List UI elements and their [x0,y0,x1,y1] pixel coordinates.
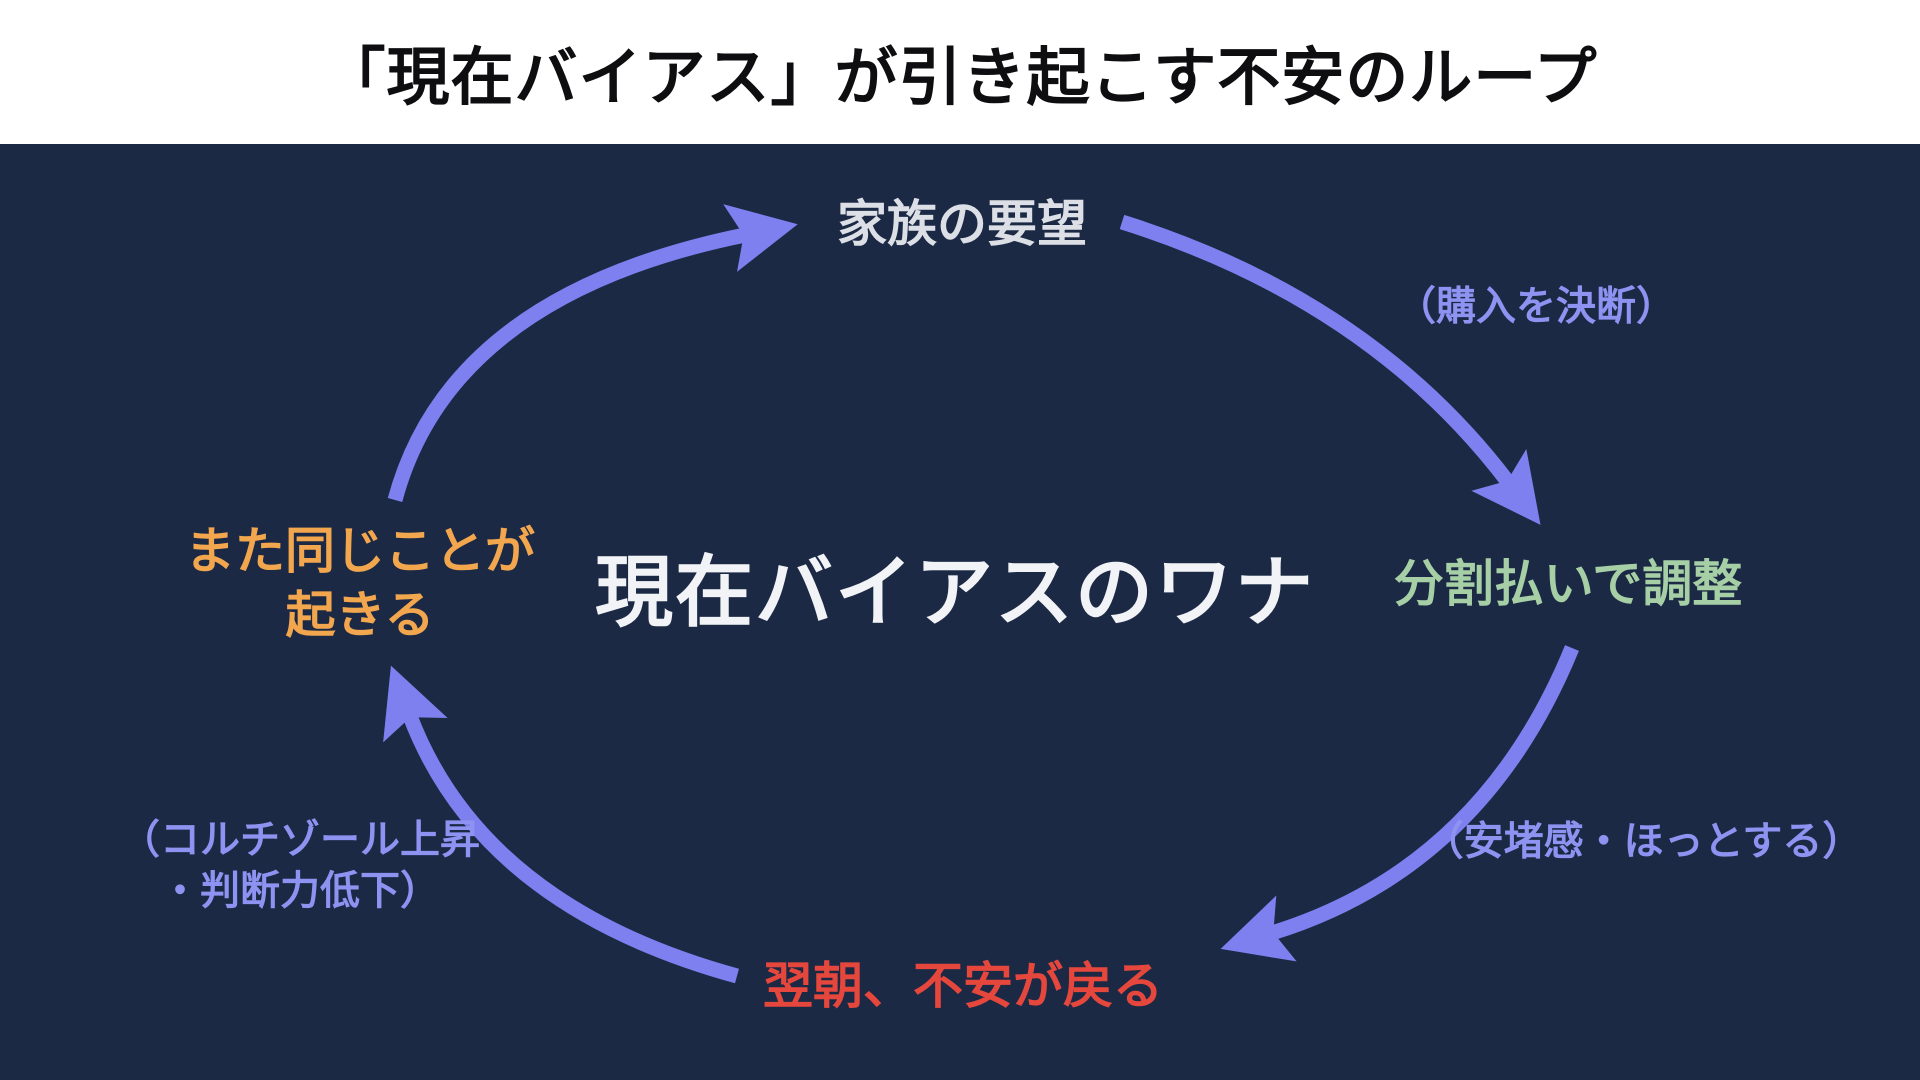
node-family-request: 家族の要望 [837,196,1087,252]
arrow-right-to-bottom-icon [1220,645,1579,962]
arrow-top-to-right-icon [1119,214,1541,525]
annotation-cortisol-line2: ・判断力低下） [160,869,440,913]
center-label: 現在バイアスのワナ [594,548,1316,637]
page-title: 「現在バイアス」が引き起こす不安のループ [322,42,1598,113]
node-installment-adjust: 分割払いで調整 [1393,556,1743,612]
node-same-thing-again-line2: 起きる [285,587,435,643]
node-anxiety-returns: 翌朝、不安が戻る [763,958,1163,1014]
annotation-cortisol-line1: （コルチゾール上昇 [120,817,480,862]
annotation-cortisol: （コルチゾール上昇 ・判断力低下） [120,815,480,917]
arrow-left-to-top-icon [387,204,798,502]
annotation-purchase-decision: （購入を決断） [1396,284,1676,329]
node-same-thing-again: また同じことが 起きる [185,519,535,647]
node-same-thing-again-line1: また同じことが [185,523,535,579]
annotation-relief: （安堵感・ほっとする） [1423,819,1863,864]
title-band: 「現在バイアス」が引き起こす不安のループ [0,0,1920,144]
